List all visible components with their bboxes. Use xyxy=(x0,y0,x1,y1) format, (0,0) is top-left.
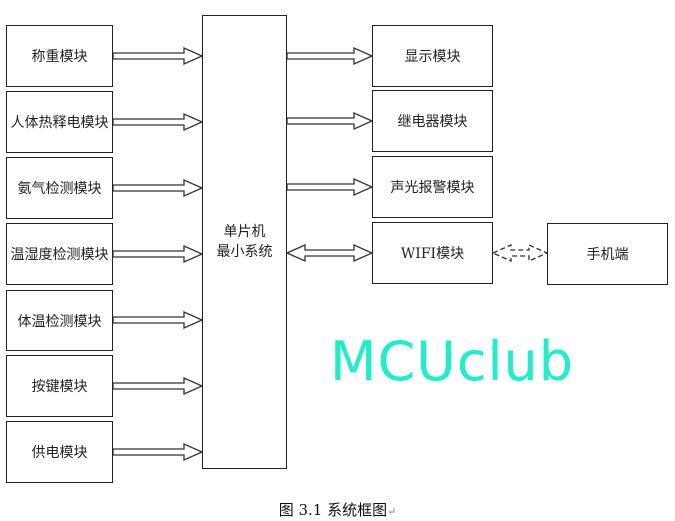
module-label: 温湿度检测模块 xyxy=(10,247,109,263)
output-module-display: 显示模块 xyxy=(372,25,493,87)
input-module-pir: 人体热释电模块 xyxy=(6,91,113,153)
module-label: 显示模块 xyxy=(404,49,461,65)
output-module-relay: 继电器模块 xyxy=(372,90,493,152)
phone-label: 手机端 xyxy=(586,247,629,263)
input-module-weight: 称重模块 xyxy=(6,25,113,87)
input-arrow xyxy=(112,46,204,66)
module-label: 氨气检测模块 xyxy=(17,181,102,197)
input-arrow xyxy=(112,442,204,462)
module-label: 按键模块 xyxy=(31,379,88,395)
wifi-module: WIFI模块 xyxy=(372,222,493,284)
paragraph-mark-icon: ↵ xyxy=(387,505,397,518)
module-label: 人体热释电模块 xyxy=(10,115,109,131)
input-module-ammonia: 氨气检测模块 xyxy=(6,157,113,219)
input-arrow xyxy=(112,244,204,264)
wireless-dashed-arrow xyxy=(491,243,549,263)
module-label: 供电模块 xyxy=(31,445,88,461)
input-arrow xyxy=(112,376,204,396)
output-arrow xyxy=(286,177,374,197)
mcu-label-1: 单片机 xyxy=(223,224,266,240)
module-label: WIFI模块 xyxy=(400,246,465,262)
input-module-body-temp: 体温检测模块 xyxy=(6,290,113,351)
output-arrow xyxy=(286,46,374,66)
input-arrow xyxy=(112,112,204,132)
input-module-keys: 按键模块 xyxy=(6,355,113,417)
input-module-temp-humidity: 温湿度检测模块 xyxy=(6,223,113,285)
input-arrow xyxy=(112,310,204,330)
module-label: 继电器模块 xyxy=(397,114,468,130)
wifi-bidirectional-arrow xyxy=(285,243,374,263)
input-module-power: 供电模块 xyxy=(6,421,113,483)
mcu-label-2: 最小系统 xyxy=(216,244,273,260)
input-arrow xyxy=(112,178,204,198)
module-label: 体温检测模块 xyxy=(17,313,102,330)
caption-text: 图 3.1 系统框图 xyxy=(278,501,388,519)
module-label: 声光报警模块 xyxy=(390,180,475,196)
figure-caption: 图 3.1 系统框图↵ xyxy=(0,499,675,520)
mcu-block: 单片机 最小系统 xyxy=(202,15,287,469)
output-arrow xyxy=(286,111,374,131)
output-module-alarm: 声光报警模块 xyxy=(372,156,493,218)
module-label: 称重模块 xyxy=(31,49,88,65)
phone-terminal: 手机端 xyxy=(547,223,668,285)
